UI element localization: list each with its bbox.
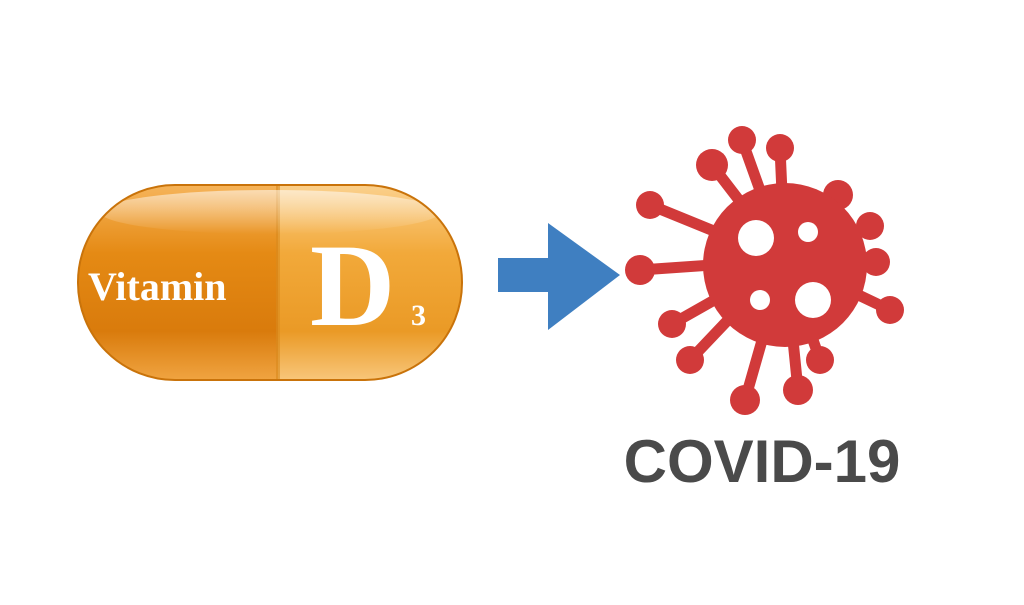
right-arrow-icon — [498, 223, 620, 330]
capsule-outline — [77, 184, 463, 381]
coronavirus-icon — [625, 126, 904, 415]
capsule-highlight — [100, 190, 440, 234]
virus-body-holes — [738, 220, 831, 318]
vitamin-d3-capsule: Vitamin D 3 — [77, 184, 463, 381]
vitamin-label: Vitamin — [88, 264, 227, 309]
capsule-seam — [276, 185, 280, 380]
vitamin-subscript-3: 3 — [411, 299, 426, 332]
covid-19-label: COVID-19 — [624, 428, 901, 495]
virus-body — [703, 183, 867, 347]
vitamin-letter-d: D — [310, 220, 395, 351]
